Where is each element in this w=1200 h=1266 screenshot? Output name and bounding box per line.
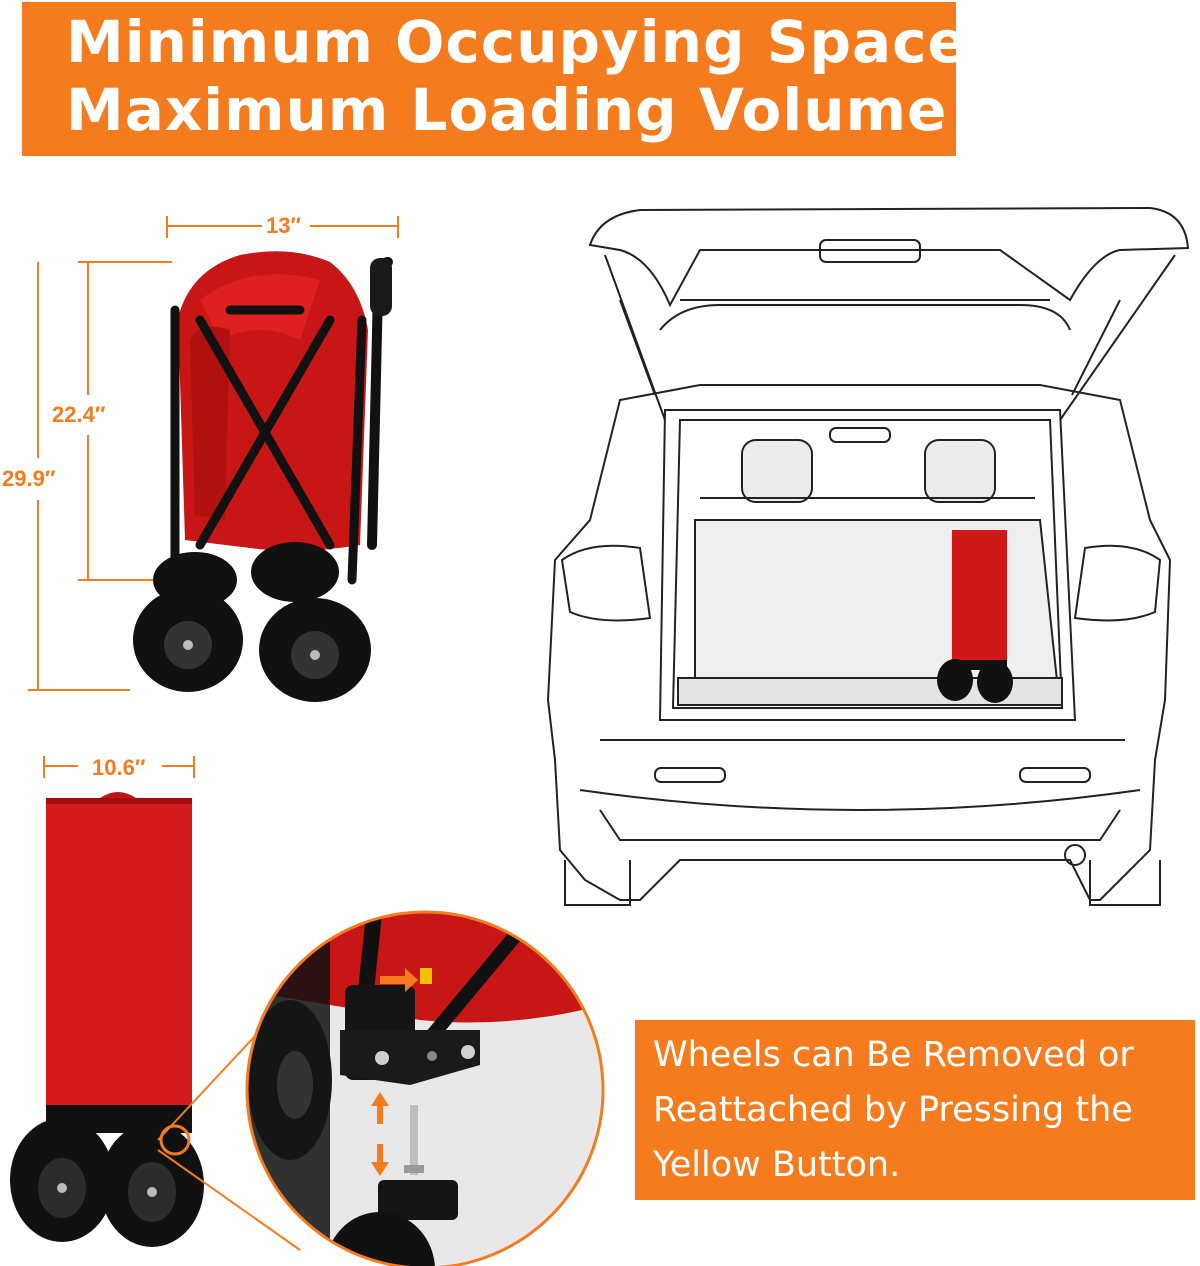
title-line-1: Minimum Occupying Space, [66, 8, 991, 76]
title-banner: Minimum Occupying Space, Maximum Loading… [22, 2, 990, 156]
dimension-total-height-label: 29.9″ [2, 466, 56, 491]
dimension-depth-label: 10.6″ [92, 755, 146, 780]
dimension-lines-top [28, 216, 399, 691]
title-line-2: Maximum Loading Volume [66, 76, 948, 144]
folded-wagon-side-image [28, 216, 399, 702]
dimension-width-label: 13″ [266, 213, 302, 238]
folded-wagon-front-image [10, 756, 204, 1247]
yellow-button [420, 968, 432, 984]
wheel-detail-zoom [157, 910, 605, 1266]
wheel-removal-callout: Wheels can Be Removed or Reattached by P… [635, 1020, 1195, 1200]
wagon-in-trunk-image [937, 530, 1013, 703]
dimension-body-height-label: 22.4″ [52, 402, 106, 427]
suv-trunk-image [546, 206, 1190, 906]
callout-line-1: Wheels can Be Removed or [653, 1035, 1134, 1075]
callout-line-3: Yellow Button. [653, 1145, 901, 1185]
callout-line-2: Reattached by Pressing the [653, 1090, 1133, 1130]
